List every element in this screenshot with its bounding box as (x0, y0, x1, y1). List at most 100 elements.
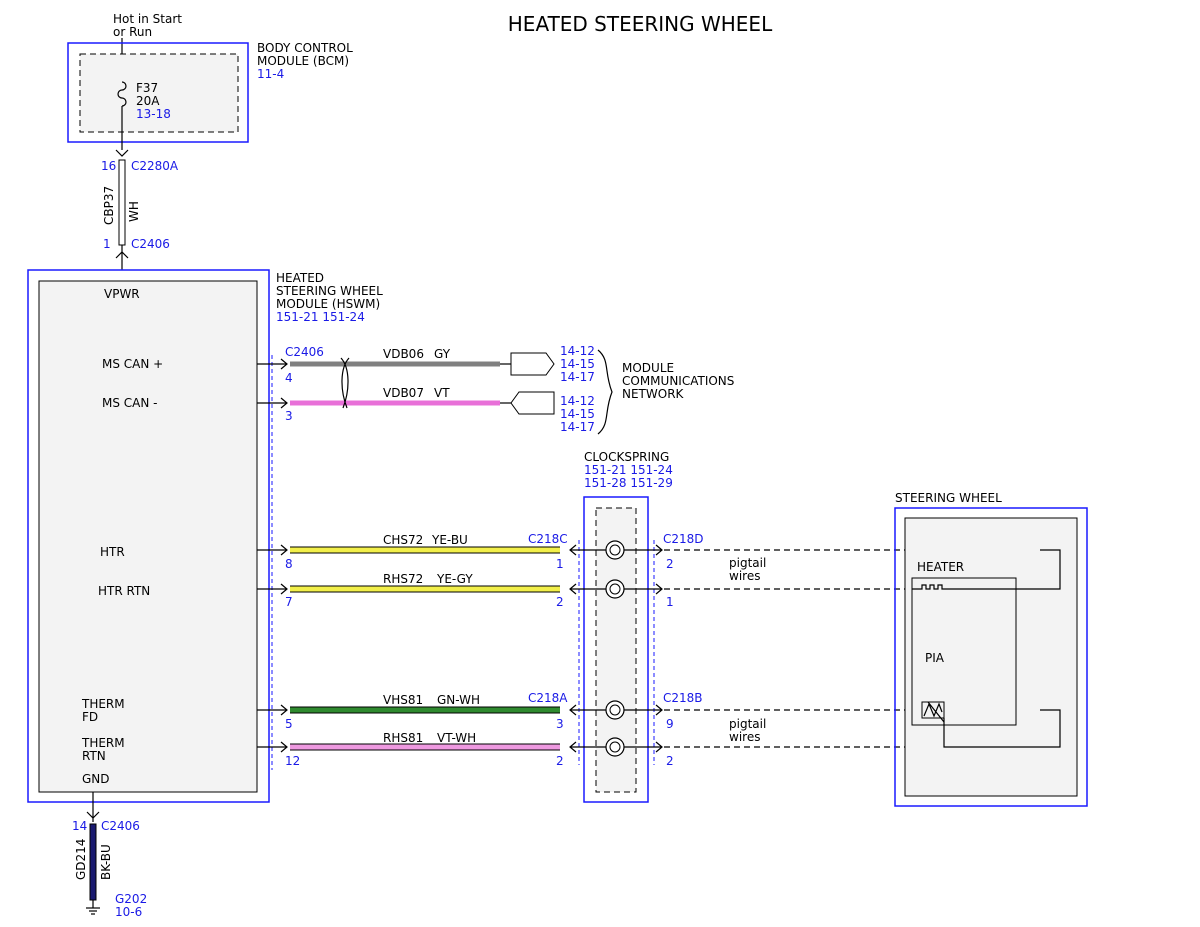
can-minus-tag-icon (510, 391, 555, 415)
can-plus-circuit: VDB06 (383, 347, 424, 361)
clockspring-coil-icon (605, 579, 625, 599)
ground-circuit-id: GD214 (74, 839, 88, 880)
ground-conn: C2406 (101, 819, 140, 833)
htr-circuit-id: CHS72 (383, 533, 423, 547)
connector-arrow-icon (280, 741, 288, 753)
therm-fd-pin-right: 9 (666, 717, 674, 731)
can-minus-ref-3: 14-17 (560, 420, 595, 434)
heater-element-icon (912, 584, 946, 590)
connector-arrow-icon (655, 544, 663, 556)
ground-id: G202 (115, 892, 147, 906)
wire-cbp37 (118, 159, 126, 246)
pin-can-plus: MS CAN + (102, 357, 163, 371)
can-minus-ref-2: 14-15 (560, 407, 595, 421)
connector-arrow-icon (655, 741, 663, 753)
clockspring-name: CLOCKSPRING (584, 450, 669, 464)
therm-rtn-circuit: 12 RHS81 VT-WH 2 2 (257, 731, 1060, 768)
hswm-outline (27, 269, 270, 803)
htr-pin-right: 2 (666, 557, 674, 571)
clockspring-coil-icon (605, 540, 625, 560)
can-plus-ref-2: 14-15 (560, 357, 595, 371)
steering-wheel-inner (904, 517, 1078, 797)
twisted-pair-icon (340, 357, 350, 409)
htr-rtn-pin: 7 (285, 595, 293, 609)
thermistor-symbol (923, 701, 945, 723)
power-source-line1: Hot in Start (113, 12, 182, 26)
can-minus-pin: 3 (285, 409, 293, 423)
therm-fd-conn-left: C218A (528, 691, 568, 705)
steering-wheel-name: STEERING WHEEL (895, 491, 1002, 505)
steering-wheel: STEERING WHEEL HEATER PIA (894, 491, 1088, 807)
hswm-ref: 151-21 151-24 (276, 310, 365, 324)
ground-pin: 14 (72, 819, 87, 833)
fuse-id: F37 (136, 81, 158, 95)
clockspring-coil-inner (609, 741, 621, 753)
pigtail-label-top-2: wires (729, 569, 760, 583)
bcm-name-1: BODY CONTROL (257, 41, 353, 55)
hswm-name-2: STEERING WHEEL (276, 284, 383, 298)
ground-ref: 10-6 (115, 905, 142, 919)
fuse-ref: 13-18 (136, 107, 171, 121)
pin-therm-rtn-2: RTN (82, 749, 106, 763)
feed-conn-top: C2280A (131, 159, 179, 173)
heater-label: HEATER (917, 560, 964, 574)
hswm-name-1: HEATED (276, 271, 324, 285)
wire-gd214 (89, 823, 97, 901)
htr-pin-left: 1 (556, 557, 564, 571)
clockspring-coil-inner (609, 583, 621, 595)
therm-fd-pin-left: 3 (556, 717, 564, 731)
therm-rtn-pin: 12 (285, 754, 300, 768)
network-label-3: NETWORK (622, 387, 685, 401)
ground-circuit: 14 C2406 GD214 BK-BU G202 10-6 (72, 792, 147, 919)
can-plus-pin: 4 (285, 371, 293, 385)
bcm-name-2: MODULE (BCM) (257, 54, 349, 68)
steering-wheel-outline (894, 507, 1088, 807)
therm-fd-pin: 5 (285, 717, 293, 731)
pin-therm-fd-2: FD (82, 710, 98, 724)
heater-loop (946, 549, 1061, 590)
htr-conn-left: C218C (528, 532, 568, 546)
network-label-2: COMMUNICATIONS (622, 374, 734, 388)
can-minus-circuit: VDB07 (383, 386, 424, 400)
feed-wire: 16 C2280A CBP37 WH 1 C2406 (101, 149, 179, 270)
therm-rtn-color: VT-WH (437, 731, 476, 745)
therm-fd-conn-right: C218B (663, 691, 703, 705)
pia-box (911, 577, 1017, 726)
htr-rtn-circuit: 7 RHS72 YE-GY 2 1 (257, 572, 918, 609)
pin-can-minus: MS CAN - (102, 396, 158, 410)
can-connector: C2406 (285, 345, 324, 359)
pin-vpwr: VPWR (104, 287, 140, 301)
therm-rtn-circuit-id: RHS81 (383, 731, 423, 745)
clockspring-outline (583, 496, 649, 803)
clockspring-coil-icon (605, 737, 625, 757)
hswm-module: HEATED STEERING WHEEL MODULE (HSWM) 151-… (27, 269, 383, 803)
therm-rtn-pin-right: 2 (666, 754, 674, 768)
hswm-name-3: MODULE (HSWM) (276, 297, 380, 311)
connector-arrow-icon (655, 583, 663, 595)
pigtail-label-bottom-2: wires (729, 730, 760, 744)
bcm-module: F37 20A 13-18 BODY CONTROL MODULE (BCM) … (67, 41, 353, 150)
htr-circuit: 8 CHS72 YE-BU C218C 1 C218D 2 (257, 532, 1060, 571)
feed-conn-bottom: C2406 (131, 237, 170, 251)
connector-arrow-icon (280, 583, 288, 595)
therm-fd-circuit-id: VHS81 (383, 693, 423, 707)
bcm-inner (79, 53, 239, 133)
clockspring-coil-icon (605, 700, 625, 720)
pia-label: PIA (925, 651, 945, 665)
clockspring-coil-inner (609, 704, 621, 716)
clockspring-refs-1: 151-21 151-24 (584, 463, 673, 477)
htr-color: YE-BU (431, 533, 468, 547)
thermistor-loop (943, 709, 1061, 748)
therm-rtn-pin-left: 2 (556, 754, 564, 768)
can-minus-ref-1: 14-12 (560, 394, 595, 408)
bcm-ref: 11-4 (257, 67, 284, 81)
htr-conn-right: C218D (663, 532, 704, 546)
clockspring-refs-2: 151-28 151-29 (584, 476, 673, 490)
htr-rtn-pin-left: 2 (556, 595, 564, 609)
fuse-icon (117, 81, 127, 107)
htr-rtn-pin-right: 1 (666, 595, 674, 609)
pin-htr: HTR (100, 545, 125, 559)
therm-fd-color: GN-WH (437, 693, 480, 707)
clockspring-coil-inner (609, 544, 621, 556)
